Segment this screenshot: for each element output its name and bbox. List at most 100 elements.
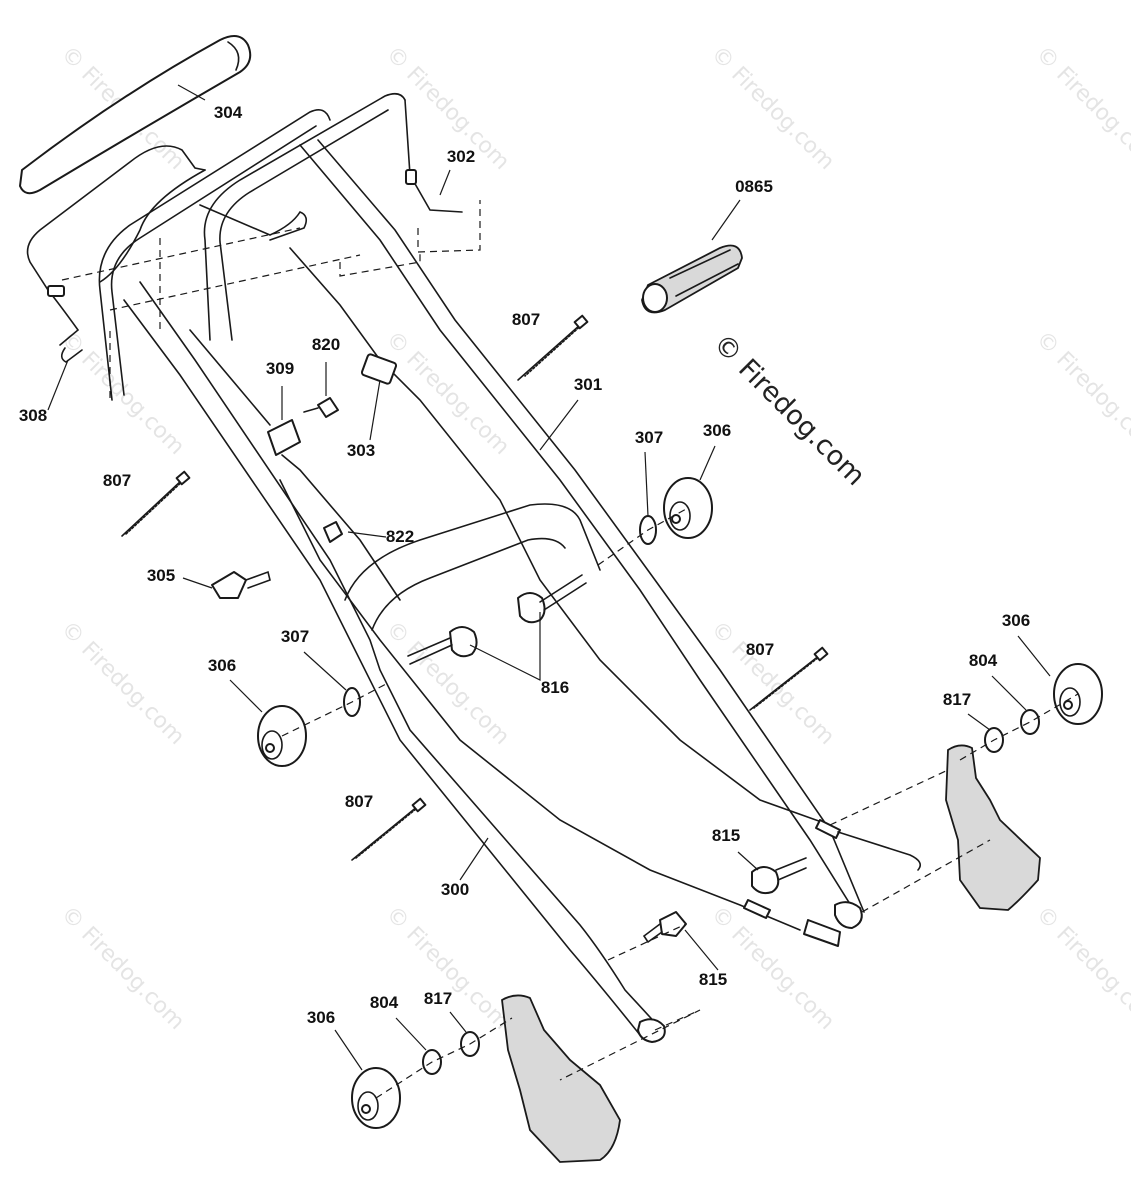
callout-306: 306 [208, 656, 236, 675]
watermark: © Firedog.com [56, 617, 189, 750]
upper-handle-tube-2b [219, 109, 389, 341]
handle-301-bottom-end [834, 901, 863, 929]
dash-bracket-right [829, 769, 991, 913]
main-handle-301-inner [317, 139, 865, 913]
link-302-clip [405, 169, 417, 185]
handle-300-bottom-end [637, 1018, 666, 1043]
dash-guide-2 [109, 254, 361, 311]
callout-308: 308 [19, 406, 47, 425]
watermark: © Firedog.com [1031, 902, 1131, 1035]
bail-clip [47, 285, 65, 297]
callout-807: 807 [345, 792, 373, 811]
leader-lines [47, 84, 1051, 1071]
watermark: © Firedog.com [1031, 327, 1131, 460]
washer-804-a [1020, 709, 1040, 735]
cable-sheath [279, 479, 801, 931]
callout-0865: 0865 [735, 177, 773, 196]
callout-804: 804 [370, 993, 399, 1012]
copyright-text: © Firedog.com [707, 328, 871, 492]
cable-tie-807-d [351, 797, 427, 861]
bolt-815-a [751, 857, 807, 895]
watermark: © Firedog.com [381, 327, 514, 460]
bolt-305-shaft [245, 570, 271, 589]
callout-306: 306 [703, 421, 731, 440]
bail-cross-302 [199, 204, 308, 241]
callout-817: 817 [943, 690, 971, 709]
callout-307: 307 [635, 428, 663, 447]
cable-clip-303 [360, 353, 398, 385]
watermark: © Firedog.com [1031, 42, 1131, 175]
dash-knob-a [597, 507, 689, 566]
screw-820-shaft [303, 407, 319, 413]
dash-guide-1 [61, 227, 301, 281]
callout-816: 816 [541, 678, 569, 697]
watermark: © Firedog.com [706, 902, 839, 1035]
cable-tie-807-b [121, 470, 191, 537]
watermark: © Firedog.com [381, 617, 514, 750]
watermark: © Firedog.com [56, 902, 189, 1035]
callout-304: 304 [214, 103, 243, 122]
cable-end-lower [743, 899, 771, 919]
callout-305: 305 [147, 566, 175, 585]
bracket-left [501, 994, 621, 1163]
lower-bail-loop [344, 503, 601, 601]
callout-815: 815 [699, 970, 727, 989]
main-handle-300-inner [123, 299, 641, 1036]
main-handle-300 [139, 281, 661, 1029]
cable-guide-309 [267, 419, 301, 456]
callout-306: 306 [307, 1008, 335, 1027]
dash-knob-d [375, 1017, 513, 1099]
callout-303: 303 [347, 441, 375, 460]
grip-end-line [227, 41, 240, 71]
cable-end-hook-upper [837, 831, 921, 871]
handle-grip-304 [19, 35, 252, 195]
bolt-815-b [642, 911, 687, 944]
spring [803, 919, 841, 947]
callout-301: 301 [574, 375, 602, 394]
dash-knob-c [959, 693, 1079, 761]
bolt-816-b [517, 592, 546, 624]
bolt-816-a [449, 626, 478, 658]
callout-804: 804 [969, 651, 998, 670]
callout-817: 817 [424, 989, 452, 1008]
upper-handle-tube-2 [203, 92, 406, 341]
cable-end-upper [815, 819, 841, 839]
callout-815: 815 [712, 826, 740, 845]
cable-303 [289, 247, 831, 826]
bolt-816-b-thread [539, 574, 587, 611]
callout-807: 807 [103, 471, 131, 490]
callout-807: 807 [746, 640, 774, 659]
callout-300: 300 [441, 880, 469, 899]
watermark: © Firedog.com [56, 327, 189, 460]
callout-306: 306 [1002, 611, 1030, 630]
watermark: © Firedog.com [381, 902, 514, 1035]
knob-0865-end [642, 283, 668, 313]
lower-bail-loop-inner [371, 537, 566, 631]
dash-knob-b [281, 683, 387, 737]
bracket-right [945, 744, 1041, 911]
dash-302b [339, 250, 421, 277]
bolt-305 [211, 571, 247, 599]
dash-302 [417, 200, 481, 253]
watermark: © Firedog.com [706, 617, 839, 750]
upper-handle-tube-outer [98, 109, 331, 401]
control-bail-308 [26, 145, 206, 346]
callout-822: 822 [386, 527, 414, 546]
link-302 [404, 99, 463, 213]
cable-309 [189, 329, 401, 601]
dash-bracket-left [559, 923, 701, 1081]
callout-807: 807 [512, 310, 540, 329]
callout-302: 302 [447, 147, 475, 166]
cable-tie-807-c [749, 646, 829, 711]
bolt-816-a-thread [407, 637, 453, 665]
callout-820: 820 [312, 335, 340, 354]
callout-307: 307 [281, 627, 309, 646]
callout-309: 309 [266, 359, 294, 378]
nut-822 [323, 521, 343, 543]
bail-hook [60, 347, 83, 363]
callout-labels: 304 302 0865 308 820 309 303 807 301 307 306 807 822… [19, 103, 1030, 1027]
watermark: © Firedog.com [706, 42, 839, 175]
knob-0865-stripe [669, 249, 739, 297]
knob-306-a [663, 477, 713, 539]
